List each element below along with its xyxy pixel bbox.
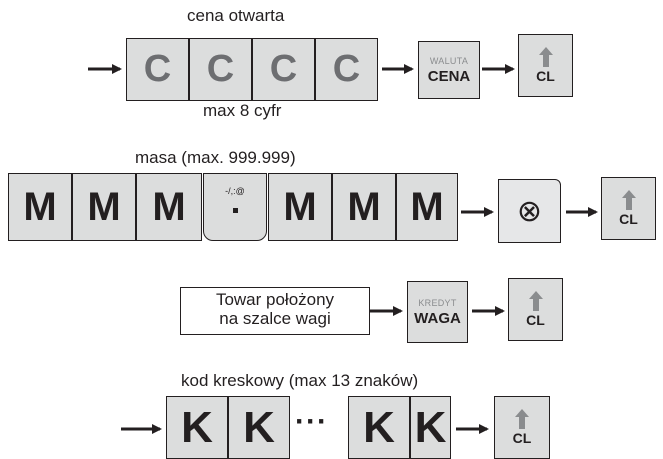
box-line-1: Towar położony bbox=[215, 290, 335, 309]
cl-label: CL bbox=[536, 68, 555, 84]
key-k[interactable]: K bbox=[348, 396, 410, 459]
up-arrow-icon bbox=[528, 291, 543, 311]
kredyt-waga-key[interactable]: KREDYT WAGA bbox=[407, 281, 468, 343]
key-m[interactable]: M bbox=[72, 173, 136, 241]
key-m[interactable]: M bbox=[396, 173, 458, 241]
key-m[interactable]: M bbox=[8, 173, 72, 241]
row4-caption: kod kreskowy (max 13 znaków) bbox=[181, 371, 419, 390]
dot-icon bbox=[232, 208, 238, 213]
key-k[interactable]: K bbox=[410, 396, 451, 459]
row1-caption-top: cena otwarta bbox=[187, 6, 285, 25]
dot-key[interactable]: -/,:@ bbox=[203, 173, 267, 241]
goods-on-scale-box: Towar położony na szalce wagi bbox=[180, 287, 370, 335]
up-arrow-icon bbox=[515, 409, 529, 429]
cl-label: CL bbox=[526, 312, 545, 328]
key-m[interactable]: M bbox=[268, 173, 332, 241]
key-c[interactable]: C bbox=[315, 38, 378, 101]
cl-key[interactable]: CL bbox=[601, 177, 656, 240]
dot-key-symbols: -/,:@ bbox=[225, 186, 245, 196]
key-k[interactable]: K bbox=[166, 396, 228, 459]
key-c[interactable]: C bbox=[189, 38, 252, 101]
up-arrow-icon bbox=[621, 190, 636, 210]
key-top-label: WALUTA bbox=[429, 55, 469, 66]
cl-key[interactable]: CL bbox=[494, 396, 550, 459]
cl-key[interactable]: CL bbox=[508, 278, 563, 341]
key-m[interactable]: M bbox=[332, 173, 396, 241]
up-arrow-icon bbox=[538, 47, 553, 67]
key-bottom-label: CENA bbox=[427, 67, 471, 85]
cl-label: CL bbox=[619, 211, 638, 227]
key-c[interactable]: C bbox=[252, 38, 315, 101]
key-m[interactable]: M bbox=[136, 173, 202, 241]
cl-key[interactable]: CL bbox=[518, 34, 573, 97]
key-k[interactable]: K bbox=[228, 396, 290, 459]
key-bottom-label: WAGA bbox=[414, 309, 461, 327]
cl-label: CL bbox=[512, 430, 532, 446]
key-top-label: KREDYT bbox=[418, 297, 457, 308]
waluta-cena-key[interactable]: WALUTA CENA bbox=[418, 41, 480, 99]
key-c[interactable]: C bbox=[126, 38, 189, 101]
row2-caption: masa (max. 999.999) bbox=[135, 148, 296, 167]
box-line-2: na szalce wagi bbox=[219, 309, 331, 328]
ellipsis: ··· bbox=[295, 405, 328, 438]
circled-times-icon[interactable]: ⊗ bbox=[498, 179, 561, 243]
row1-caption-bottom: max 8 cyfr bbox=[203, 101, 282, 120]
